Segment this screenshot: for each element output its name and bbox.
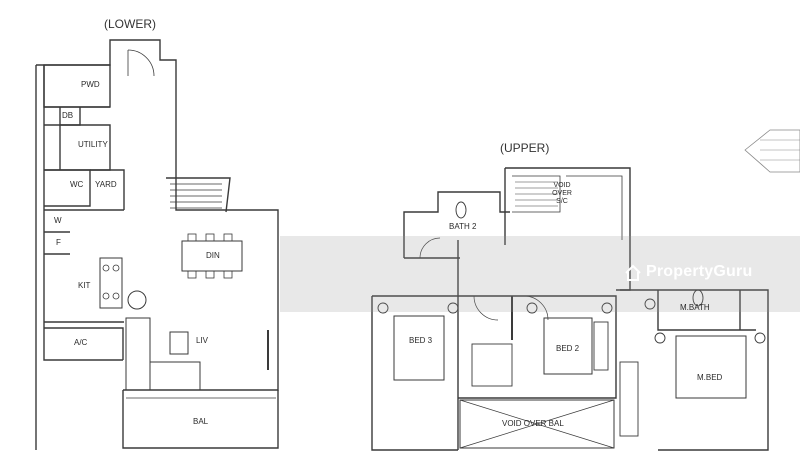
room-bath2: BATH 2 — [449, 222, 477, 231]
room-void-stair: VOID OVER S/C — [552, 182, 572, 206]
room-bed3: BED 3 — [409, 336, 433, 345]
room-mbed: M.BED — [697, 373, 723, 382]
key-plan — [744, 129, 800, 173]
room-f: F — [56, 238, 61, 247]
room-bed2: BED 2 — [556, 344, 580, 353]
room-bal: BAL — [193, 417, 209, 426]
room-kit: KIT — [78, 281, 91, 290]
room-void-bal: VOID OVER BAL — [502, 419, 564, 428]
watermark-band — [280, 236, 800, 312]
home-icon — [625, 264, 641, 281]
room-db: DB — [62, 111, 74, 120]
lower-title: (LOWER) — [104, 17, 156, 31]
room-utility: UTILITY — [78, 140, 108, 149]
upper-title: (UPPER) — [500, 141, 550, 155]
room-w: W — [54, 216, 62, 225]
room-pwd: PWD — [81, 80, 100, 89]
room-yard: YARD — [95, 180, 117, 189]
upper-floor-plan — [371, 167, 769, 451]
room-din: DIN — [206, 251, 220, 260]
room-liv: LIV — [196, 336, 209, 345]
room-ac: A/C — [74, 338, 88, 347]
room-mbath: M.BATH — [680, 303, 710, 312]
room-wc: WC — [70, 180, 84, 189]
watermark-text: PropertyGuru — [646, 263, 753, 280]
lower-floor-plan — [35, 39, 279, 450]
